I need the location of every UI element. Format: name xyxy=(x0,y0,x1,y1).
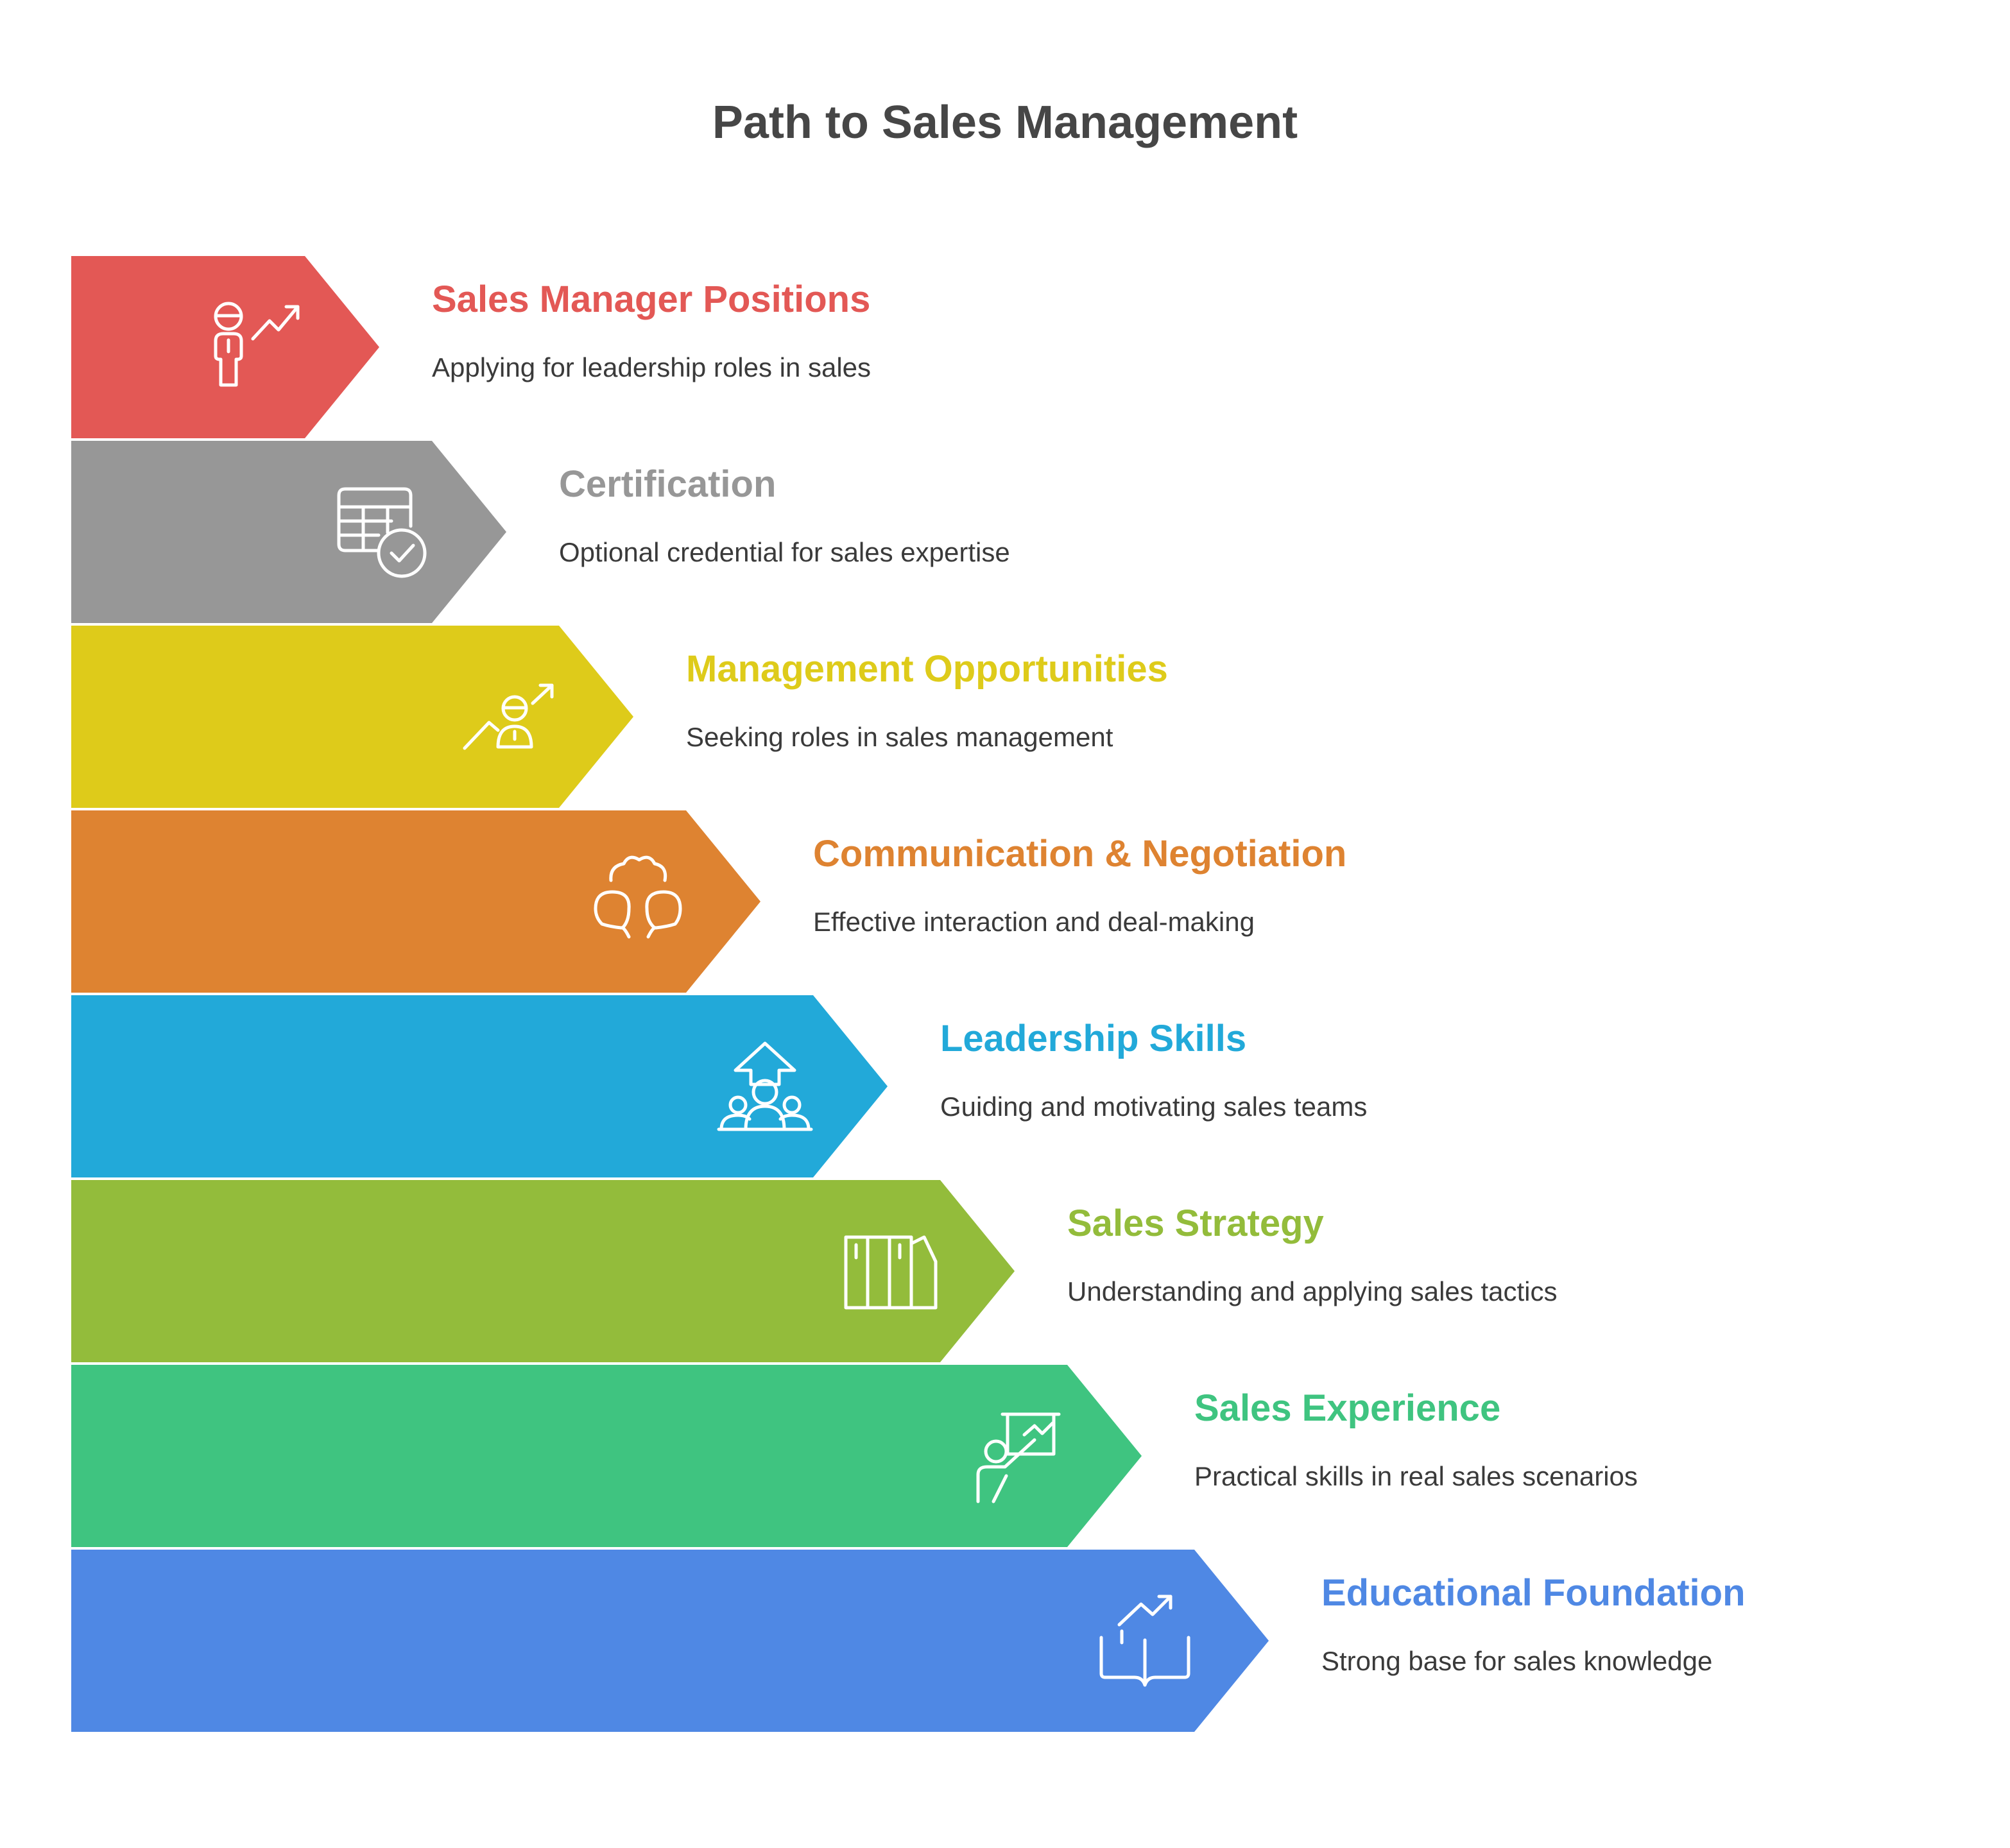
step-band-6 xyxy=(71,1180,1015,1362)
two-people-talk-icon xyxy=(594,855,682,939)
step-description-4: Effective interaction and deal-making xyxy=(813,907,1255,937)
step-description-8: Strong base for sales knowledge xyxy=(1321,1646,1713,1676)
person-growth-icon xyxy=(214,302,300,387)
step-description-6: Understanding and applying sales tactics xyxy=(1067,1276,1558,1306)
step-band-1 xyxy=(71,256,379,438)
step-band-4 xyxy=(71,810,760,993)
step-title-4: Communication & Negotiation xyxy=(813,833,1347,875)
presenter-chart-icon xyxy=(976,1412,1061,1503)
manager-growth-icon xyxy=(463,683,554,750)
page-title: Path to Sales Management xyxy=(712,97,1298,148)
step-title-1: Sales Manager Positions xyxy=(432,278,871,320)
step-band-7 xyxy=(71,1365,1142,1547)
certificate-check-icon xyxy=(337,487,427,578)
step-title-7: Sales Experience xyxy=(1194,1387,1501,1429)
step-title-3: Management Opportunities xyxy=(686,648,1168,690)
step-description-3: Seeking roles in sales management xyxy=(686,722,1113,752)
step-band-8 xyxy=(71,1550,1269,1732)
step-title-5: Leadership Skills xyxy=(940,1018,1247,1059)
book-growth-icon xyxy=(1099,1595,1190,1687)
step-title-8: Educational Foundation xyxy=(1321,1572,1746,1614)
books-icon xyxy=(844,1235,938,1310)
step-title-6: Sales Strategy xyxy=(1067,1202,1324,1244)
step-description-1: Applying for leadership roles in sales xyxy=(432,352,872,382)
team-leader-icon xyxy=(717,1041,813,1131)
step-description-7: Practical skills in real sales scenarios xyxy=(1194,1461,1638,1491)
step-band-3 xyxy=(71,626,633,808)
step-description-5: Guiding and motivating sales teams xyxy=(940,1091,1368,1122)
step-band-2 xyxy=(71,441,506,623)
step-title-2: Certification xyxy=(559,463,777,505)
step-description-2: Optional credential for sales expertise xyxy=(559,537,1010,567)
step-band-5 xyxy=(71,995,888,1177)
